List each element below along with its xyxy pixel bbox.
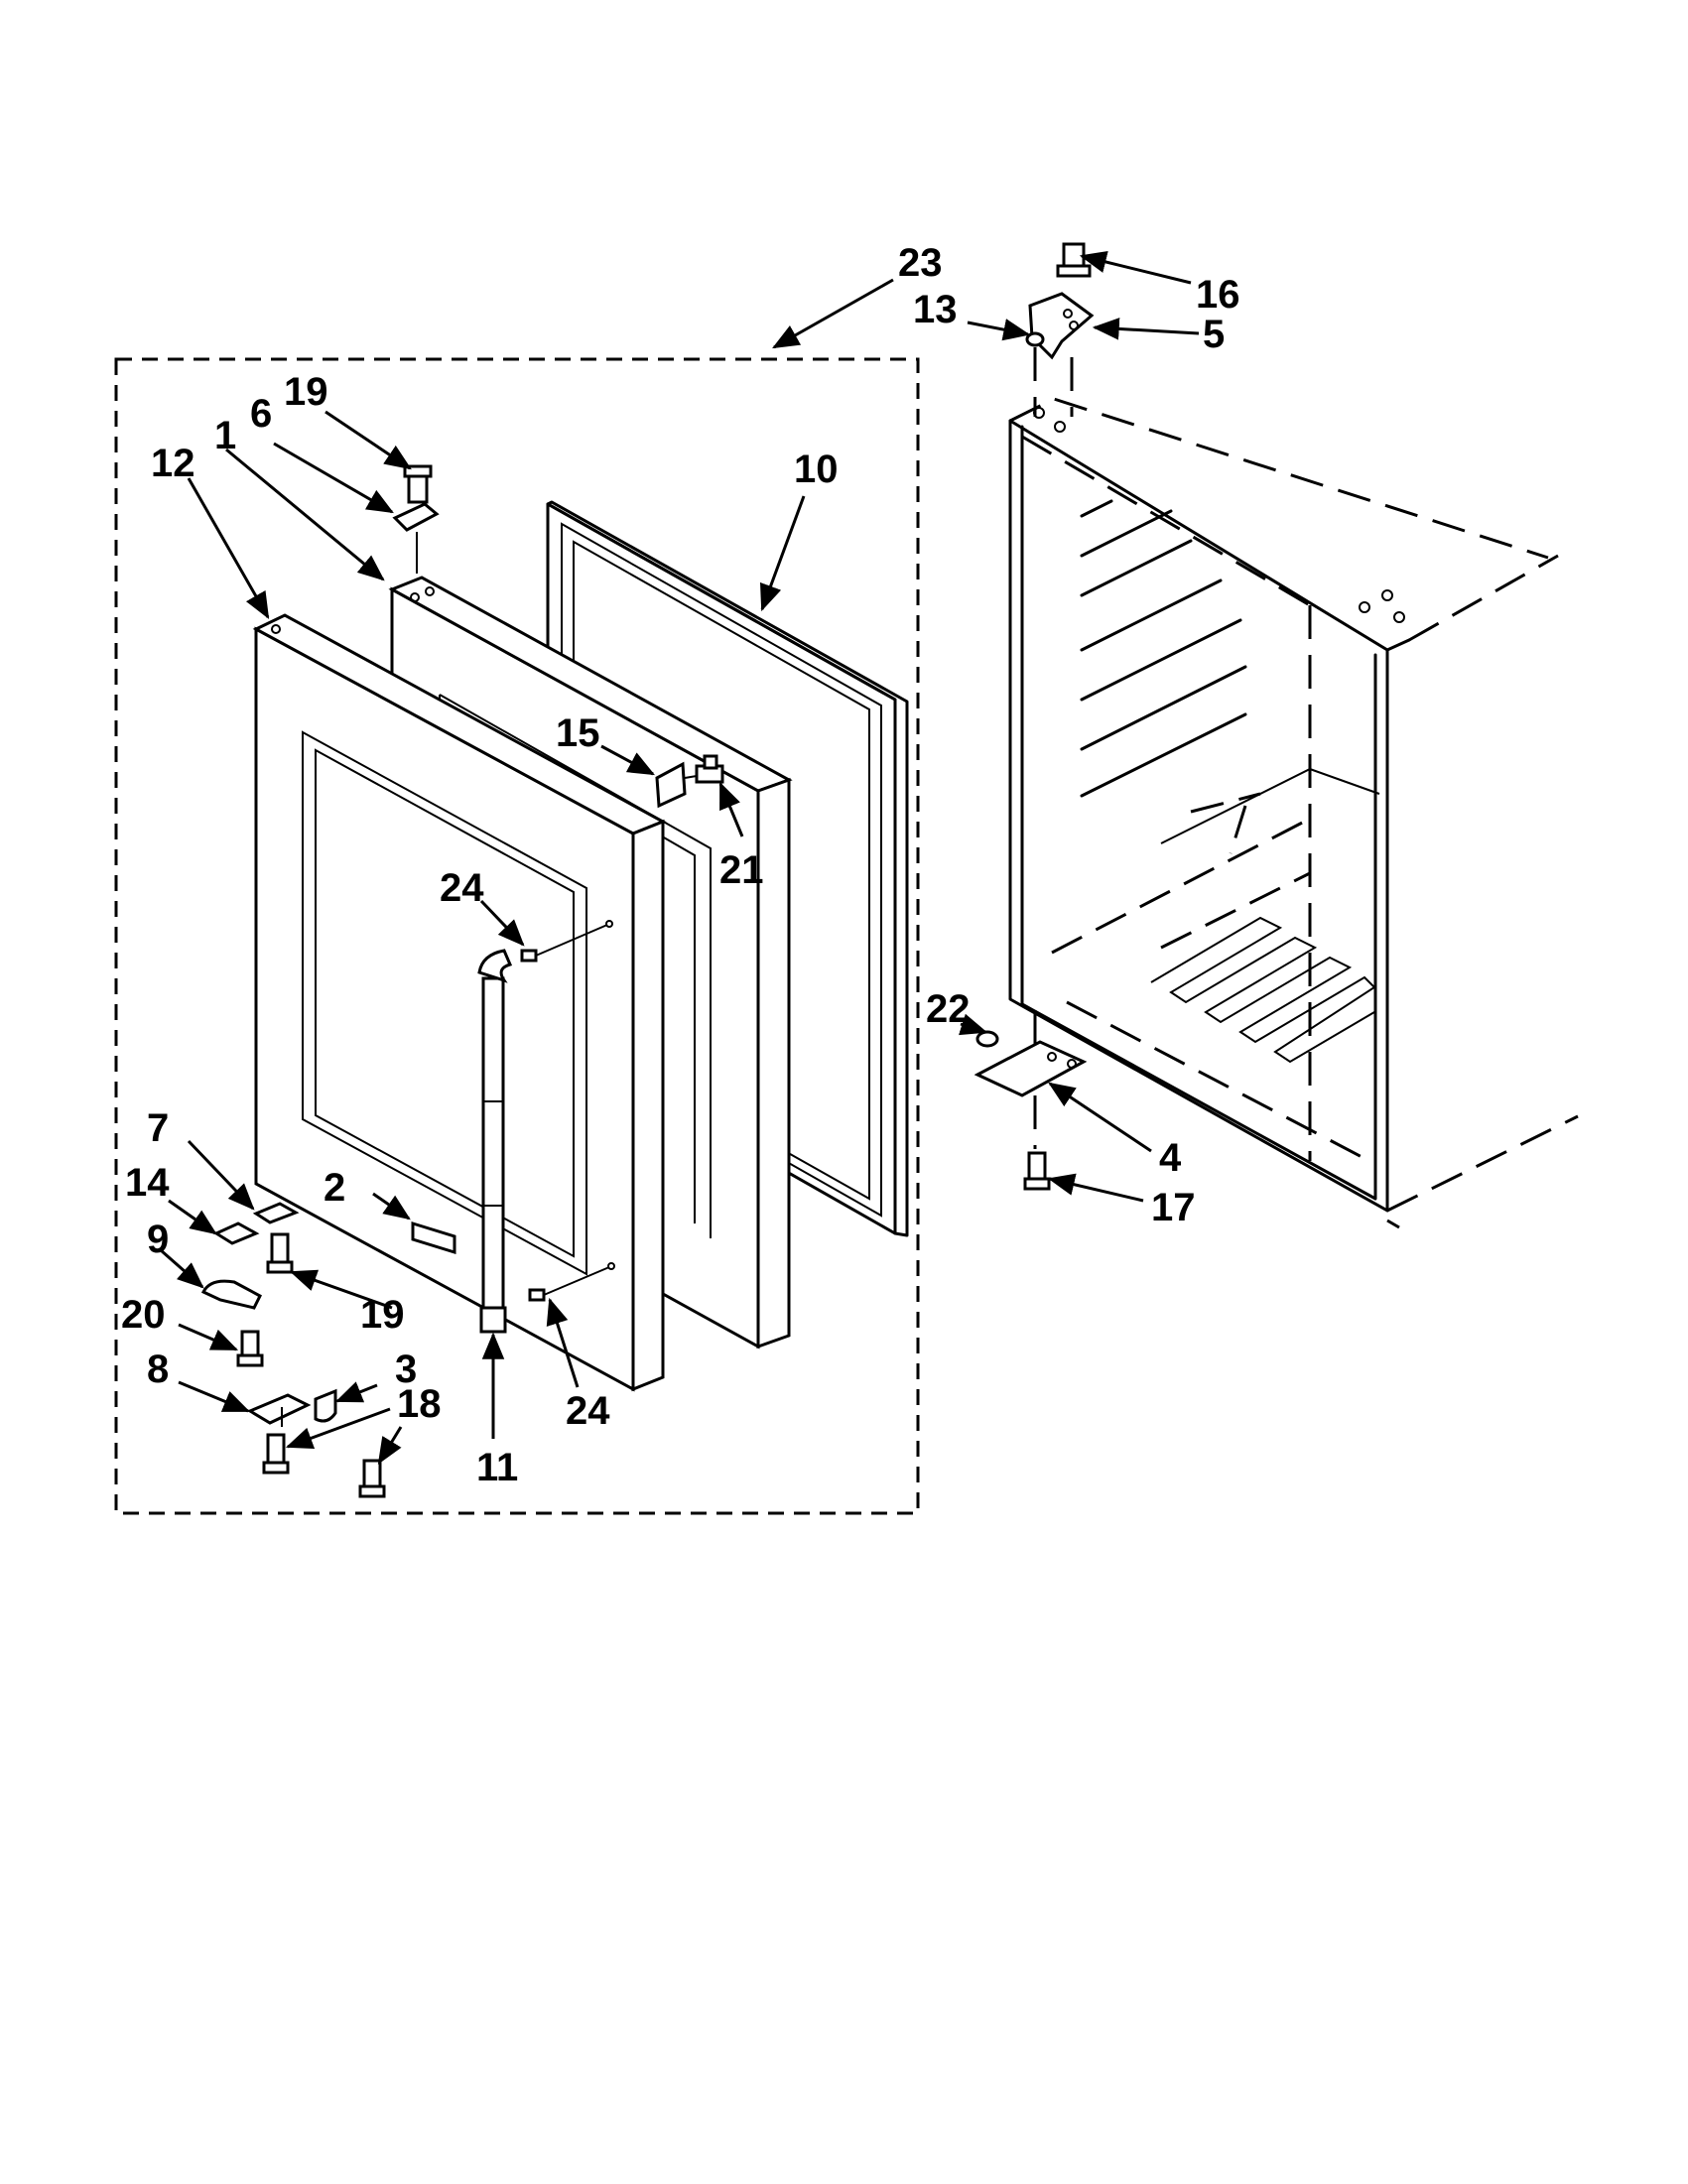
part-3-cap <box>314 1388 337 1423</box>
callout-2: 2 <box>324 1166 345 1210</box>
callout-24-bottom: 24 <box>566 1389 610 1433</box>
part-5-top-hinge <box>1028 292 1095 417</box>
leader-arrows <box>160 250 1200 1465</box>
callout-11: 11 <box>476 1446 518 1489</box>
callout-20: 20 <box>121 1293 166 1337</box>
part-14-shim <box>212 1221 260 1245</box>
callout-21: 21 <box>719 848 764 892</box>
part-19-bottom-screw <box>266 1232 294 1274</box>
callout-10: 10 <box>794 448 839 491</box>
callout-23: 23 <box>898 241 943 285</box>
part-9-hinge-cover <box>200 1279 262 1310</box>
door-assembly-boundary <box>114 357 920 1515</box>
callout-19-top: 19 <box>284 370 328 414</box>
vent-grille <box>1150 916 1376 1064</box>
part-20-screw <box>236 1330 264 1367</box>
part-2-badge <box>411 1220 456 1255</box>
callout-24-top: 24 <box>440 866 484 910</box>
callout-17: 17 <box>1151 1186 1196 1229</box>
part-18-screws <box>262 1433 386 1498</box>
callout-4: 4 <box>1159 1136 1182 1180</box>
part-22-washer <box>975 1010 1037 1052</box>
callout-12: 12 <box>151 442 195 485</box>
callout-7: 7 <box>147 1106 169 1150</box>
callout-labels: 23 16 13 5 19 6 1 12 10 15 21 24 22 4 17… <box>121 241 1240 1489</box>
part-8-bottom-hinge <box>246 1393 312 1427</box>
part-7-hinge-bracket <box>252 1202 300 1224</box>
part-4-bottom-hinge <box>974 1040 1088 1149</box>
callout-13: 13 <box>913 288 958 331</box>
part-12-outer-door-frame <box>252 613 667 1392</box>
cabinet-body <box>1008 397 1579 1229</box>
part-21-screw <box>684 754 724 784</box>
part-11-handle <box>477 920 615 1334</box>
callout-6: 6 <box>250 392 272 436</box>
callout-18: 18 <box>397 1382 442 1426</box>
callout-22: 22 <box>926 987 971 1031</box>
callout-3: 3 <box>395 1348 417 1391</box>
part-19-top-screw <box>403 464 433 504</box>
callout-15: 15 <box>556 711 600 755</box>
callout-9: 9 <box>147 1218 169 1261</box>
part-15-bracket <box>655 761 687 809</box>
callout-8: 8 <box>147 1348 169 1391</box>
callout-5: 5 <box>1203 313 1225 356</box>
part-17-screw <box>1023 1151 1051 1191</box>
callout-19-bottom: 19 <box>360 1293 405 1337</box>
callout-16: 16 <box>1196 273 1240 317</box>
callout-14: 14 <box>125 1161 170 1205</box>
part-6-top-hinge <box>392 502 440 574</box>
callout-1: 1 <box>214 414 236 457</box>
part-16-screw <box>1056 242 1092 278</box>
